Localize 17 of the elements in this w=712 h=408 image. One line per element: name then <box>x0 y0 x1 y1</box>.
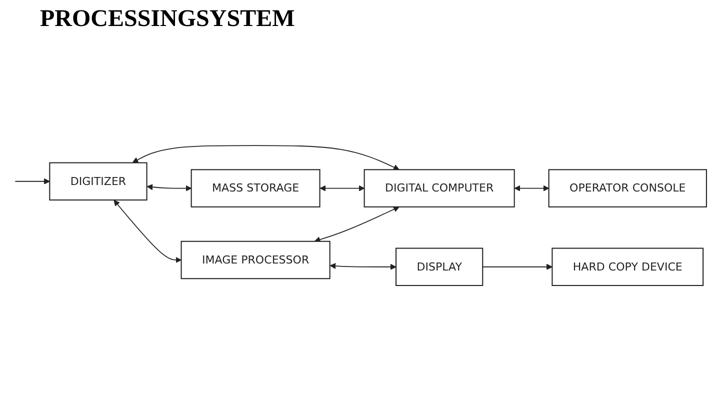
node-box: DIGITIZER <box>49 162 148 201</box>
node-box: IMAGE PROCESSOR <box>180 241 330 280</box>
arrow <box>482 264 552 270</box>
arrow <box>320 186 365 192</box>
node-box: MASS STORAGE <box>190 170 320 208</box>
arrow <box>314 206 400 243</box>
diagram-title: PROCESSINGSYSTEM <box>40 6 296 33</box>
arrow <box>514 186 550 192</box>
arrow <box>114 200 182 264</box>
node-box: OPERATOR CONSOLE <box>548 170 707 208</box>
node-box: DIGITAL COMPUTER <box>364 170 515 208</box>
node-box: HARD COPY DEVICE <box>552 248 704 286</box>
arrow <box>132 146 400 171</box>
arrow <box>330 263 396 270</box>
node-box: DISPLAY <box>396 248 484 286</box>
arrow <box>14 178 50 185</box>
arrow <box>146 184 192 192</box>
